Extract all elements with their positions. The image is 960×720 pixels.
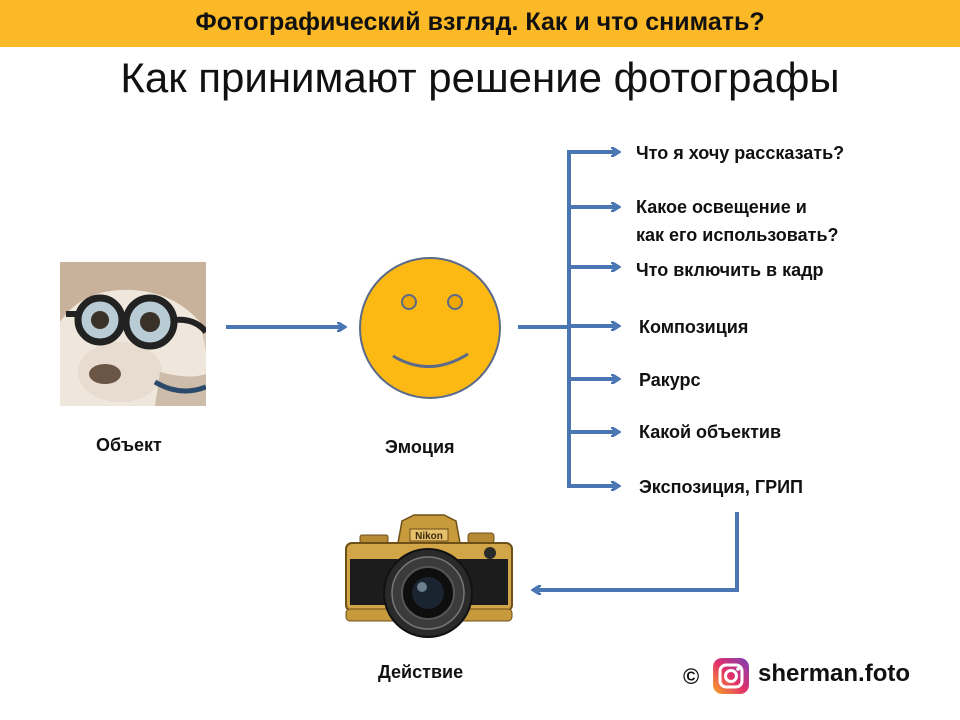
instagram-handle: sherman.foto	[758, 660, 911, 687]
camera-image: Nikon	[345, 514, 513, 638]
branch-label-7: Экспозиция, ГРИП	[639, 477, 803, 497]
branch-label-6: Какой объектив	[639, 422, 782, 442]
branch-label-1: Что я хочу рассказать?	[636, 143, 845, 163]
top-banner	[0, 0, 960, 47]
node-label-object: Объект	[96, 435, 162, 455]
page-title: Как принимают решение фотографы	[120, 54, 840, 101]
node-label-action: Действие	[378, 662, 464, 682]
arrow-to-action	[534, 512, 739, 590]
node-label-emotion: Эмоция	[385, 437, 455, 457]
dog-with-glasses-image	[60, 262, 206, 406]
branch-label-4: Композиция	[639, 317, 749, 337]
branch-label-5: Ракурс	[639, 370, 701, 390]
copyright-symbol: ©	[683, 664, 700, 689]
instagram-icon	[713, 658, 749, 694]
camera-brand: Nikon	[415, 531, 443, 542]
branch-label-3: Что включить в кадр	[636, 260, 824, 280]
banner-title: Фотографический взгляд. Как и что снимат…	[195, 8, 765, 36]
